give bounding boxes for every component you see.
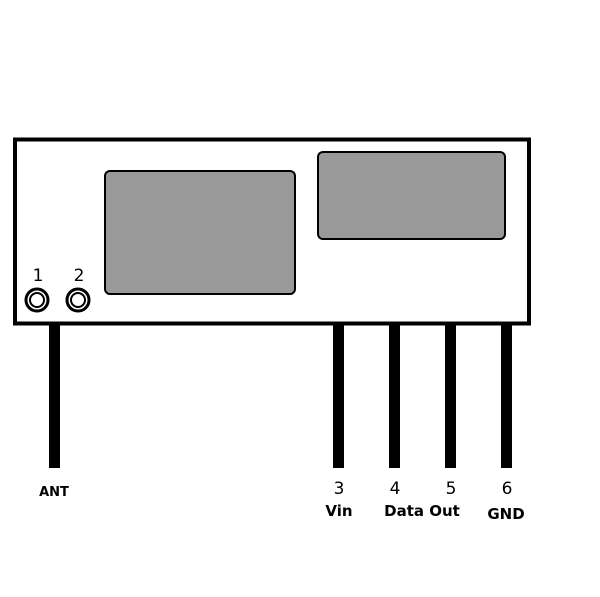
vin-label: Vin: [325, 502, 352, 520]
pin-5-number: 5: [446, 479, 457, 499]
ant-lead: [49, 322, 60, 468]
pad-1-inner: [29, 292, 45, 308]
pad-2-label: 2: [74, 266, 85, 286]
pad-1-outer: [24, 287, 50, 313]
pin-5-lead: [445, 322, 456, 468]
ant-label: ANT: [39, 485, 69, 500]
pin-4-lead: [389, 322, 400, 468]
pad-2-inner: [70, 292, 86, 308]
chip-left: [104, 170, 296, 295]
pin-6-number: 6: [502, 479, 513, 499]
pin-3-number: 3: [334, 479, 345, 499]
pin-6-lead: [501, 322, 512, 468]
pin-4-number: 4: [390, 479, 401, 499]
pin-3-lead: [333, 322, 344, 468]
chip-right: [317, 151, 506, 240]
pad-1-label: 1: [33, 266, 44, 286]
pad-2-outer: [65, 287, 91, 313]
gnd-label: GND: [487, 505, 524, 523]
data-out-label: Data Out: [384, 502, 460, 520]
